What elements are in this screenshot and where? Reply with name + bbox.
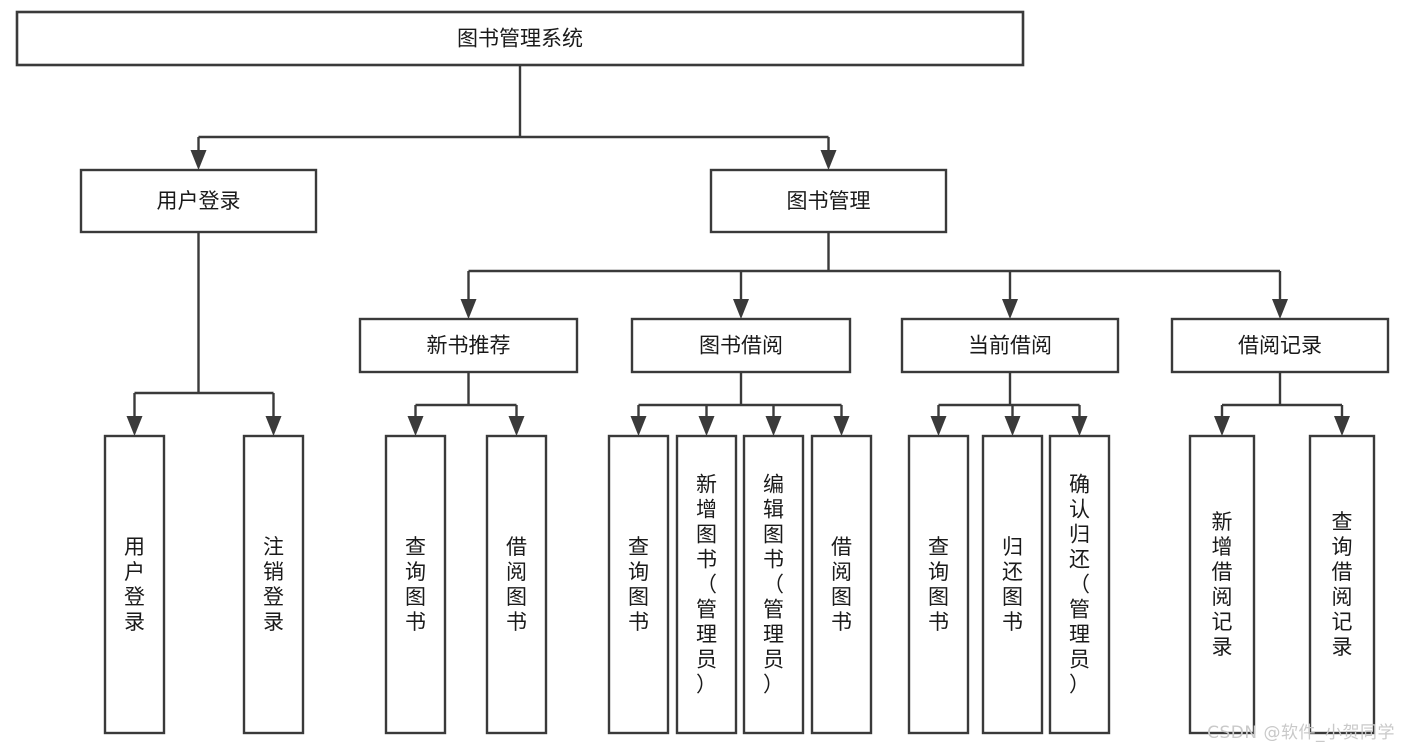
arrow-head: [698, 416, 715, 436]
node-user-login[interactable]: 用户登录: [79, 168, 318, 234]
arrow-head: [265, 416, 282, 436]
node-leaf-user-login[interactable]: 用户登录: [103, 434, 166, 735]
node-label: 用户登录: [124, 535, 145, 634]
node-box: [675, 434, 738, 735]
node-label: 新书推荐: [427, 334, 511, 358]
arrow-head: [126, 416, 143, 436]
node-leaf-logout[interactable]: 注销登录: [242, 434, 305, 735]
arrow-head: [930, 416, 947, 436]
node-leaf-return-book[interactable]: 归还图书: [981, 434, 1044, 735]
arrow-head: [1214, 416, 1230, 436]
node-box: [900, 317, 1120, 374]
node-box: [242, 434, 305, 735]
node-box: [907, 434, 970, 735]
node-leaf-add-record[interactable]: 新增借阅记录: [1188, 434, 1256, 735]
node-label: 新增图书（管理员）: [696, 473, 717, 697]
node-box: [485, 434, 548, 735]
node-label: 查询图书: [405, 535, 426, 634]
node-leaf-borrow-book-2[interactable]: 借阅图书: [810, 434, 873, 735]
node-leaf-borrow-book-1[interactable]: 借阅图书: [485, 434, 548, 735]
node-label: 注销登录: [263, 535, 284, 634]
node-label: 确认归还（管理员）: [1069, 473, 1090, 697]
arrow-head: [765, 416, 782, 436]
node-box: [607, 434, 670, 735]
arrow-head: [1004, 416, 1021, 436]
node-leaf-query-book-3[interactable]: 查询图书: [907, 434, 970, 735]
node-label: 查询借阅记录: [1332, 510, 1353, 659]
arrow-head: [460, 299, 477, 319]
arrow-head: [733, 299, 749, 319]
node-box: [1188, 434, 1256, 735]
node-root[interactable]: 图书管理系统: [15, 10, 1025, 67]
node-label: 新增借阅记录: [1212, 510, 1233, 659]
node-label: 图书管理: [787, 189, 871, 213]
node-leaf-confirm-return[interactable]: 确认归还（管理员）: [1048, 434, 1111, 735]
node-box: [358, 317, 579, 374]
node-label: 图书借阅: [699, 334, 783, 358]
node-box: [709, 168, 948, 234]
node-label: 当前借阅: [968, 334, 1052, 358]
node-label: 借阅图书: [831, 535, 852, 634]
arrow-head: [1071, 416, 1088, 436]
node-book-borrow[interactable]: 图书借阅: [630, 317, 852, 374]
node-label: 图书管理系统: [457, 27, 583, 51]
node-new-book-rec[interactable]: 新书推荐: [358, 317, 579, 374]
node-leaf-query-record[interactable]: 查询借阅记录: [1308, 434, 1376, 735]
node-leaf-add-book[interactable]: 新增图书（管理员）: [675, 434, 738, 735]
node-label: 编辑图书（管理员）: [763, 473, 784, 697]
arrow-head: [833, 416, 850, 436]
arrow-head: [407, 416, 424, 436]
node-label: 用户登录: [157, 189, 241, 213]
node-box: [1170, 317, 1390, 374]
node-box: [810, 434, 873, 735]
node-leaf-edit-book[interactable]: 编辑图书（管理员）: [742, 434, 805, 735]
node-current-borrow[interactable]: 当前借阅: [900, 317, 1120, 374]
node-box: [742, 434, 805, 735]
node-label: 查询图书: [928, 535, 949, 634]
node-label: 查询图书: [628, 535, 649, 634]
arrow-head: [1002, 299, 1018, 319]
nodes-layer: 图书管理系统用户登录图书管理新书推荐图书借阅当前借阅借阅记录用户登录注销登录查询…: [15, 10, 1390, 735]
node-leaf-query-book-2[interactable]: 查询图书: [607, 434, 670, 735]
connectors-layer: [126, 65, 1350, 436]
node-box: [103, 434, 166, 735]
node-label: 借阅图书: [506, 535, 527, 634]
node-box: [79, 168, 318, 234]
arrow-head: [1272, 299, 1288, 319]
node-box: [15, 10, 1025, 67]
node-box: [981, 434, 1044, 735]
arrow-head: [820, 150, 837, 170]
node-label: 归还图书: [1002, 535, 1023, 634]
node-leaf-query-book-1[interactable]: 查询图书: [384, 434, 447, 735]
arrow-head: [630, 416, 647, 436]
node-box: [384, 434, 447, 735]
node-box: [1308, 434, 1376, 735]
arrow-head: [190, 150, 207, 170]
node-box: [1048, 434, 1111, 735]
node-borrow-record[interactable]: 借阅记录: [1170, 317, 1390, 374]
node-label: 借阅记录: [1238, 334, 1322, 358]
arrow-head: [508, 416, 525, 436]
arrow-head: [1334, 416, 1350, 436]
node-book-manage[interactable]: 图书管理: [709, 168, 948, 234]
node-box: [630, 317, 852, 374]
